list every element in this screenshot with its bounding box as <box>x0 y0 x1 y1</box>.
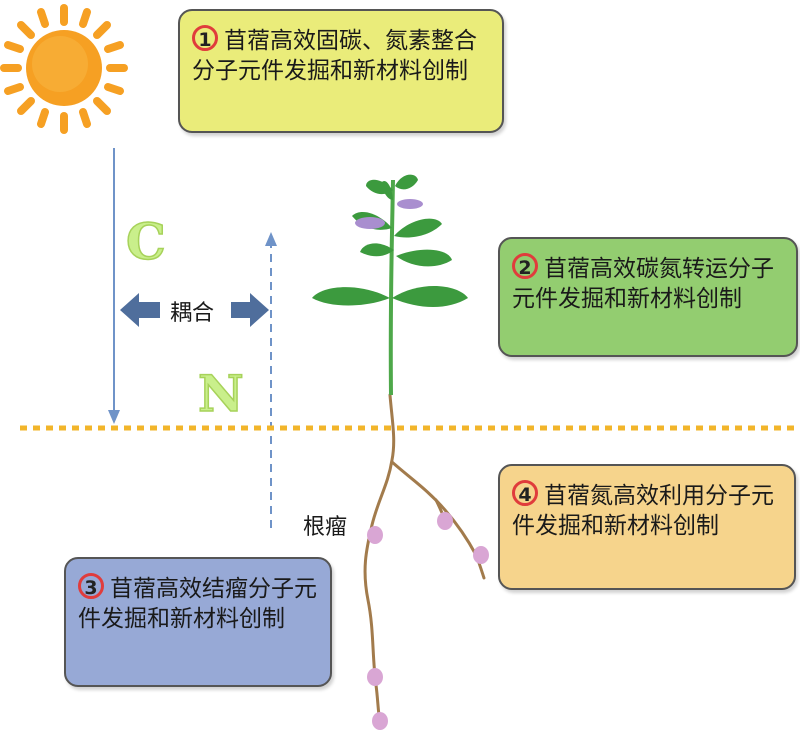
coupling-label: 耦合 <box>170 301 215 326</box>
carbon-label: C <box>125 211 166 272</box>
number-badge-2: 2 <box>512 253 538 279</box>
carbon-flow-arrow <box>108 148 120 424</box>
number-badge-1: 1 <box>192 25 218 51</box>
plant-icon <box>312 174 489 730</box>
double-arrow-icon <box>120 293 269 327</box>
nitrogen-label: N <box>197 363 244 424</box>
module-text-2: 苜蓿高效碳氮转运分子元件发掘和新材料创制 <box>512 256 774 312</box>
nodule-label: 根瘤 <box>303 515 348 540</box>
module-text-3: 苜蓿高效结瘤分子元件发掘和新材料创制 <box>78 576 317 632</box>
number-badge-3: 3 <box>78 573 104 599</box>
number-badge-4: 4 <box>512 480 538 506</box>
nitrogen-flow-arrow <box>265 232 277 528</box>
module-text-4: 苜蓿氮高效利用分子元件发掘和新材料创制 <box>512 483 774 539</box>
sun-icon <box>0 4 128 134</box>
module-text-1: 苜蓿高效固碳、氮素整合分子元件发掘和新材料创制 <box>192 28 477 84</box>
